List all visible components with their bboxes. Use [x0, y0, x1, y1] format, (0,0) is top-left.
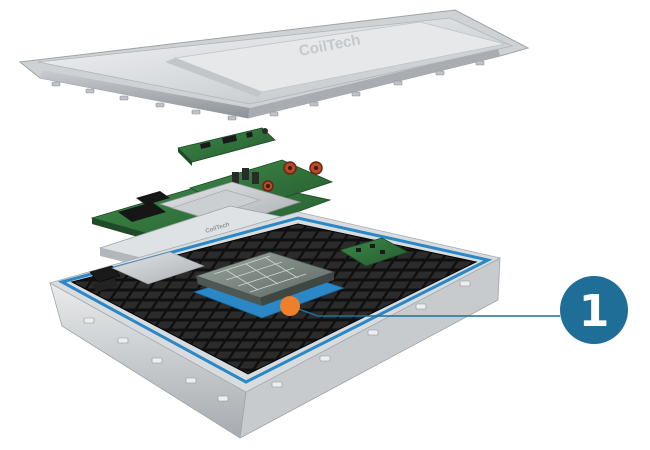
callout-marker-dot[interactable]: [280, 296, 300, 316]
tray-components: [89, 237, 410, 319]
housing-lid: CoilTech: [18, 9, 530, 121]
callout-1[interactable]: 1: [280, 276, 628, 344]
callout-number-badge[interactable]: [560, 276, 628, 344]
blue-gasket: [57, 216, 493, 384]
inductor-coils: [262, 161, 323, 192]
callout-number: 1: [579, 286, 610, 337]
top-circuit-board: [177, 127, 276, 166]
